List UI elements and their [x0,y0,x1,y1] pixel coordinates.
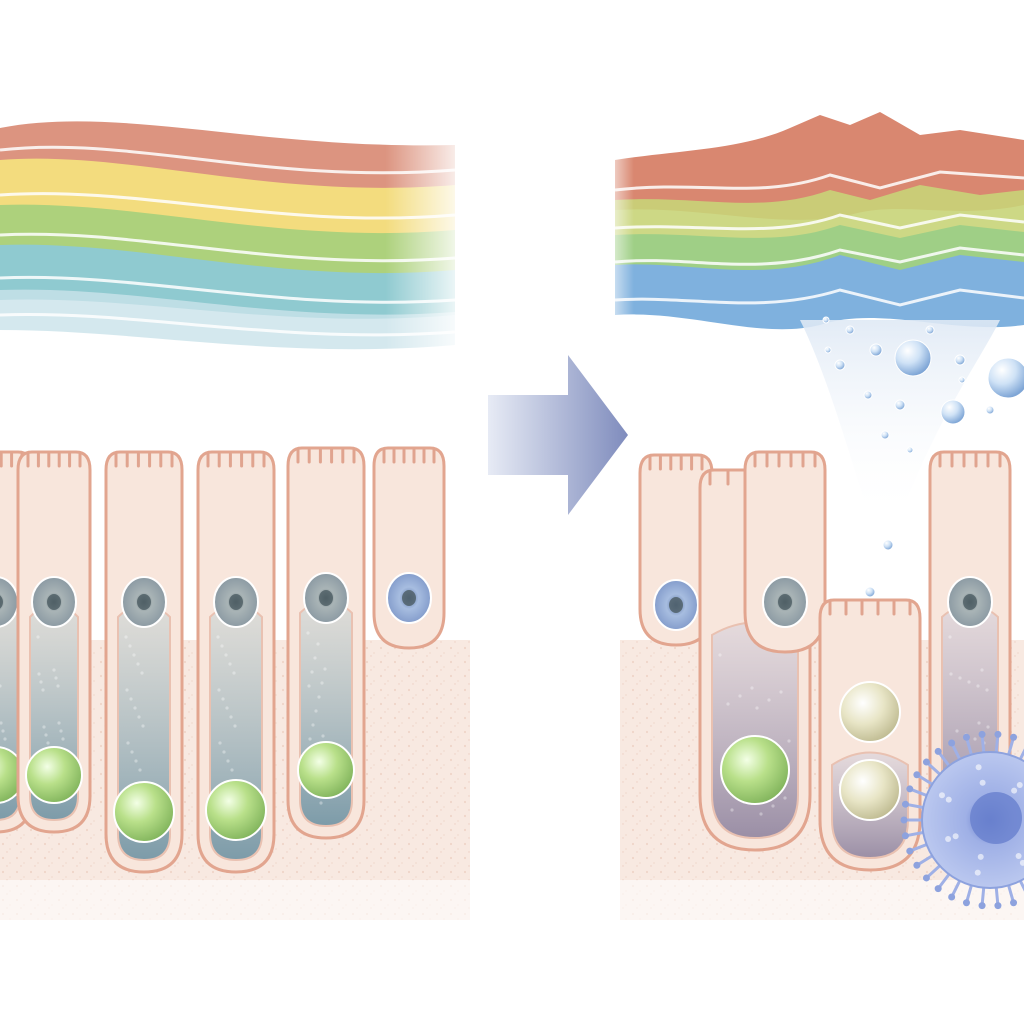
leak-particle [882,539,894,551]
leak-particle [834,359,846,371]
barrier-layers [0,100,470,360]
granule [25,746,83,804]
leak-particle [845,325,855,335]
leaking-particles [822,316,1024,625]
leak-particle [906,446,914,454]
left-cell-5 [286,446,366,840]
leak-particle [987,357,1024,399]
granule [297,741,355,799]
right-cell-3 [743,450,827,654]
leak-particle [869,343,883,357]
left-cell-3 [104,450,184,874]
leak-particle [985,405,995,415]
leak-particle [864,586,876,598]
leak-particle [880,430,890,440]
left-cell-6 [372,446,446,650]
granule [113,781,175,843]
leak-plume [800,320,1000,520]
leak-particle [954,354,966,366]
right-arrow-icon [488,355,628,515]
left-cell-row [0,446,446,874]
leak-particle [925,325,935,335]
right-cell-row [638,450,1012,872]
leak-particle [894,339,932,377]
left-cell-2 [16,450,92,834]
leak-particle [863,390,873,400]
disrupted-barrier-layers [600,100,1024,520]
granule [839,759,901,821]
leak-particle [940,399,966,425]
left-cell-4 [196,450,276,874]
right-cell-4 [818,598,922,872]
leak-particle [958,376,966,384]
granule [720,735,790,805]
right-cell-1 [638,453,714,647]
immune-cell-icon [900,730,1024,910]
leak-particle [894,399,906,411]
leak-particle [822,316,830,324]
leak-particle [824,346,832,354]
granule [839,681,901,743]
granule [205,779,267,841]
